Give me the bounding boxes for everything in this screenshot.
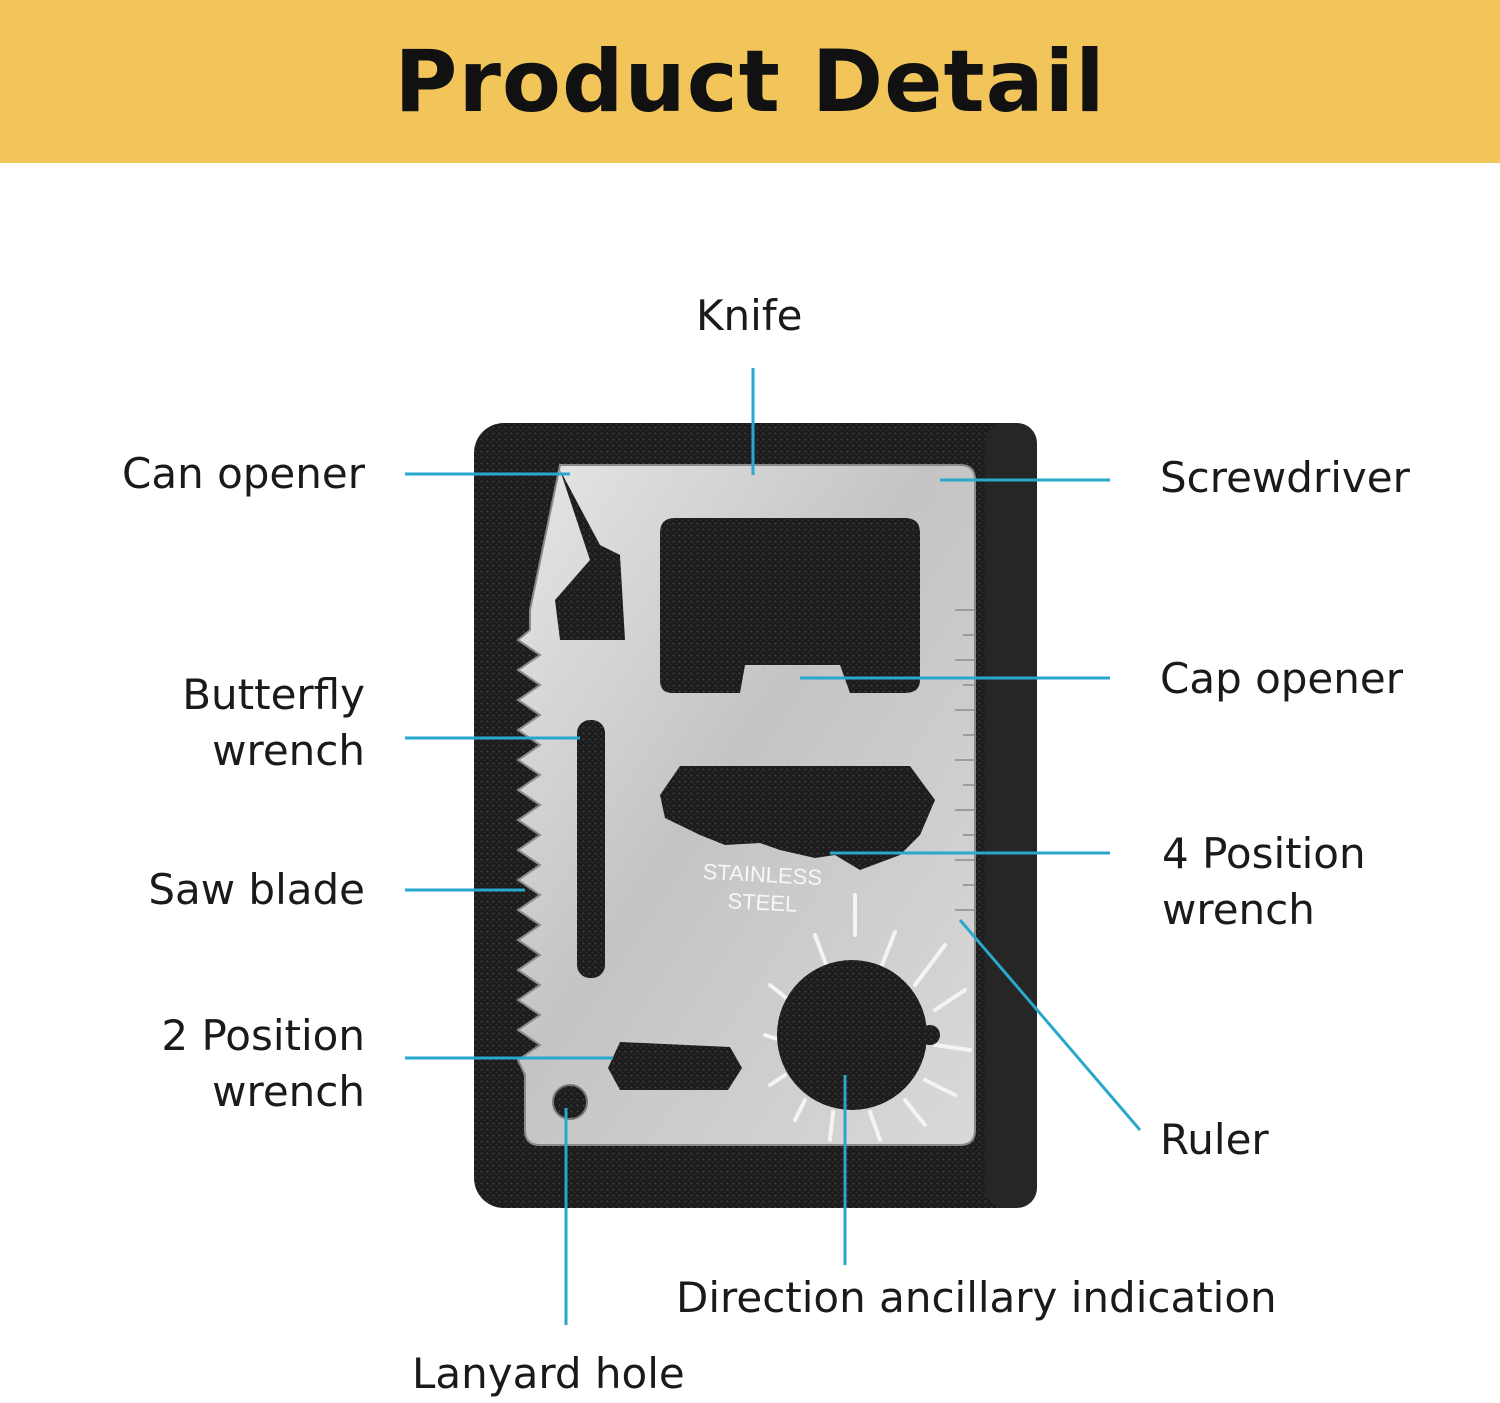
leader-lines (405, 368, 1142, 1325)
direction-dial-notch (920, 1025, 940, 1045)
leader-ruler (958, 919, 1142, 1131)
ruler-ticks (955, 609, 975, 911)
engraving-stainless: STAINLESS (702, 859, 823, 890)
two-position-wrench-window (608, 1042, 742, 1090)
cap-opener-window (660, 518, 920, 693)
four-position-wrench-window (660, 766, 935, 870)
can-opener-notch (555, 470, 625, 640)
label-ruler: Ruler (1160, 1115, 1269, 1164)
label-direction-indication: Direction ancillary indication (676, 1273, 1277, 1322)
label-knife: Knife (696, 291, 803, 340)
label-lanyard-hole: Lanyard hole (412, 1349, 685, 1398)
page-title: Product Detail (394, 31, 1106, 132)
label-can-opener: Can opener (122, 449, 365, 498)
engraving-steel: STEEL (727, 888, 798, 917)
label-cap-opener: Cap opener (1160, 654, 1403, 703)
label-two-position-wrench: 2 Position wrench (161, 1011, 365, 1116)
label-four-position-wrench: 4 Position wrench (1162, 829, 1366, 934)
direction-dial-center (777, 960, 927, 1110)
lanyard-hole (552, 1084, 588, 1120)
butterfly-wrench-slot (577, 720, 605, 978)
header-banner: Product Detail (0, 0, 1500, 163)
label-saw-blade: Saw blade (148, 865, 365, 914)
label-butterfly-wrench: Butterfly wrench (182, 670, 365, 775)
label-screwdriver: Screwdriver (1160, 453, 1410, 502)
sleeve-edge (985, 423, 1037, 1208)
